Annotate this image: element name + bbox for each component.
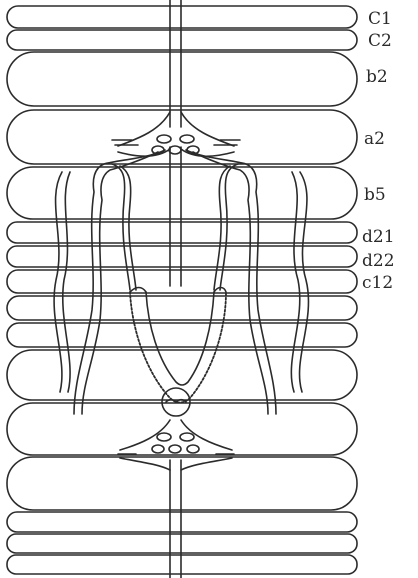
ring-9 [7,296,357,320]
ring-b2 [7,52,357,106]
ring-b5 [7,167,357,219]
segment-rings [7,6,357,574]
nerve-cord [170,0,181,578]
label-d21: d21 [362,227,395,247]
ring-14 [7,512,357,532]
segment-labels: C1 C2 b2 a2 b5 d21 d22 c12 [362,9,395,293]
ring-15 [7,534,357,553]
u-organ [130,288,226,417]
upper-ganglion [112,112,240,156]
ring-13 [7,457,357,510]
label-b2: b2 [366,67,388,87]
ring-12 [7,403,357,455]
label-c12: c12 [362,273,393,293]
label-c2: C2 [368,31,392,51]
ring-c1 [7,6,357,28]
lower-ganglion [118,420,234,470]
label-c1: C1 [368,9,392,29]
ring-c2 [7,30,357,50]
label-b5: b5 [364,185,386,205]
ring-16 [7,555,357,574]
label-a2: a2 [364,129,385,149]
label-d22: d22 [362,251,395,271]
